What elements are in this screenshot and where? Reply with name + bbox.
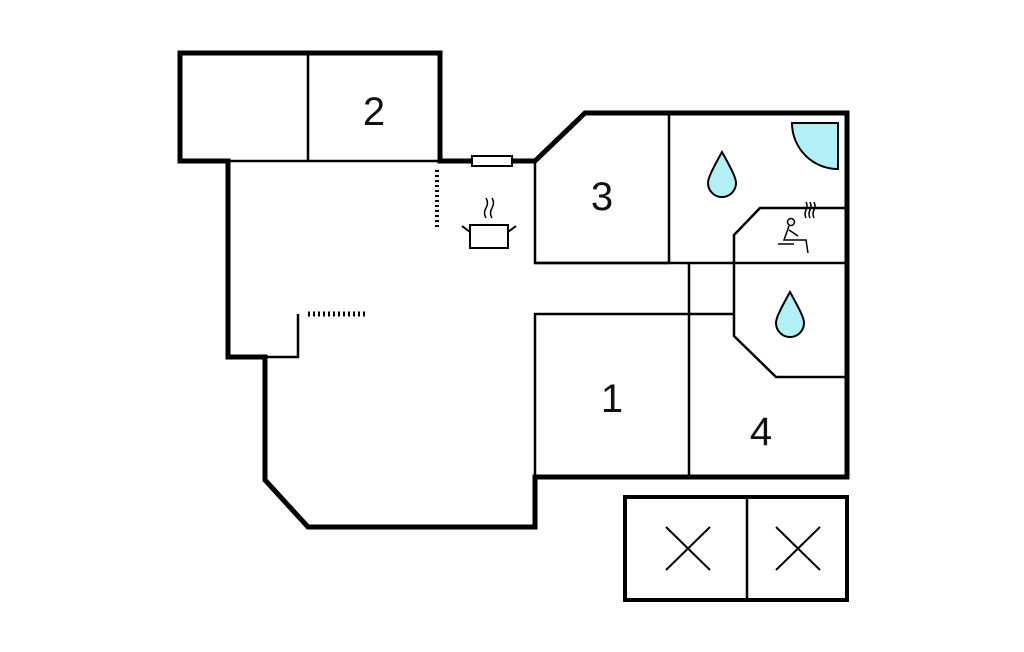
water-drop-icon [774, 289, 806, 338]
room-label-3: 3 [591, 175, 613, 219]
parking-icon [665, 526, 711, 571]
window [471, 155, 513, 167]
water-drop-icon [706, 149, 738, 198]
room-label-1: 1 [601, 377, 623, 421]
kitchen-pot-icon [461, 197, 517, 249]
sauna-icon [778, 201, 816, 254]
room-label-2: 2 [363, 90, 385, 134]
interior-walls [180, 53, 847, 477]
parking-area [623, 495, 849, 602]
parking-icon [775, 526, 821, 571]
exterior-walls [177, 50, 850, 530]
shower-icon [790, 122, 839, 171]
room-label-4: 4 [750, 410, 772, 454]
